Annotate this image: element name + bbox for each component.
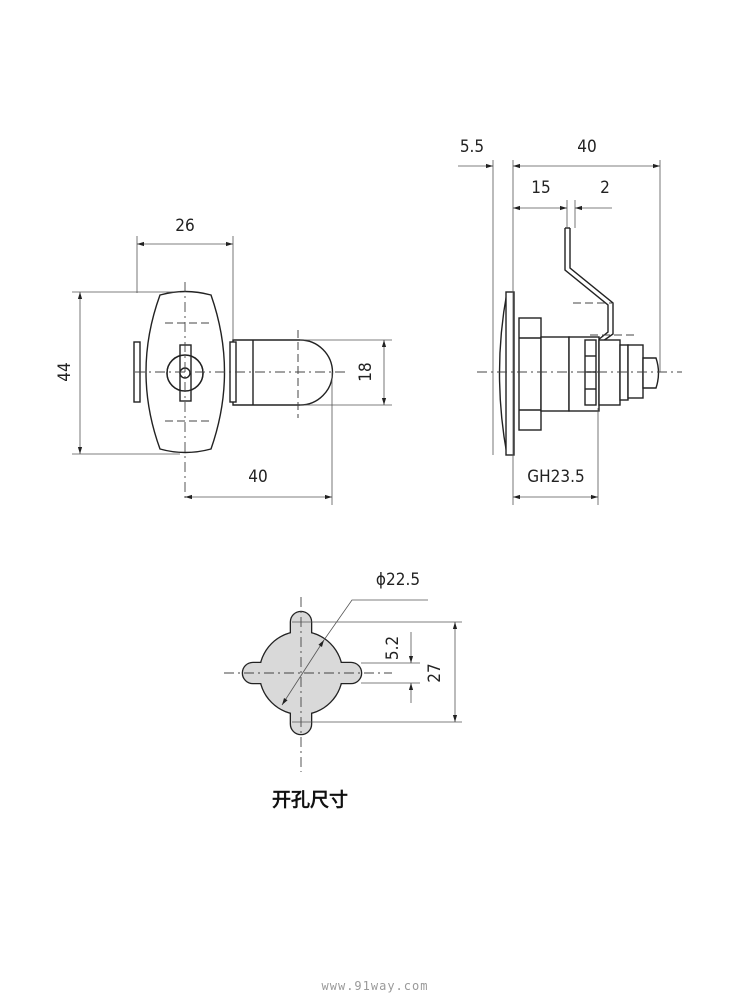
dimension-5.5: 5.5 [458, 137, 494, 455]
dimension-label: 18 [356, 362, 376, 381]
dimension-label: 5.2 [383, 636, 403, 660]
dimension-gh23.5: GH23.5 [513, 408, 599, 505]
watermark: www.91way.com [322, 979, 429, 993]
dimension-label: 27 [425, 663, 445, 682]
dimension-label: 15 [531, 178, 550, 198]
dimension-label: GH23.5 [527, 467, 584, 487]
front-view: 26 44 18 40 [55, 216, 392, 505]
dimension-label: 2 [600, 178, 610, 198]
dimension-label: 40 [248, 467, 267, 487]
cam-lever [564, 227, 635, 342]
dimension-15: 15 [513, 178, 568, 228]
panel-cutout: ϕ22.5 5.2 27 开孔尺寸 [224, 570, 462, 811]
side-view: 5.5 40 15 2 GH23.5 [458, 137, 682, 505]
dimension-label: 44 [55, 362, 75, 381]
dimension-5.2: 5.2 [361, 632, 420, 703]
cutout-shape [241, 610, 363, 736]
dimension-2: 2 [574, 178, 612, 228]
dimension-27: 27 [292, 621, 462, 723]
cutout-caption: 开孔尺寸 [272, 788, 348, 811]
dimension-40-side: 40 [512, 137, 661, 505]
lock-body [498, 291, 660, 456]
dimension-label: 40 [577, 137, 596, 157]
dimension-label: 5.5 [460, 137, 484, 157]
dimension-44: 44 [55, 291, 180, 455]
dimension-label: ϕ22.5 [376, 570, 420, 590]
dimension-26: 26 [136, 216, 234, 340]
key-cylinder [166, 344, 204, 402]
dimension-label: 26 [175, 216, 194, 236]
dimension-18: 18 [300, 339, 392, 406]
dimension-diameter: ϕ22.5 [281, 570, 428, 706]
dimension-40-front: 40 [185, 372, 333, 505]
